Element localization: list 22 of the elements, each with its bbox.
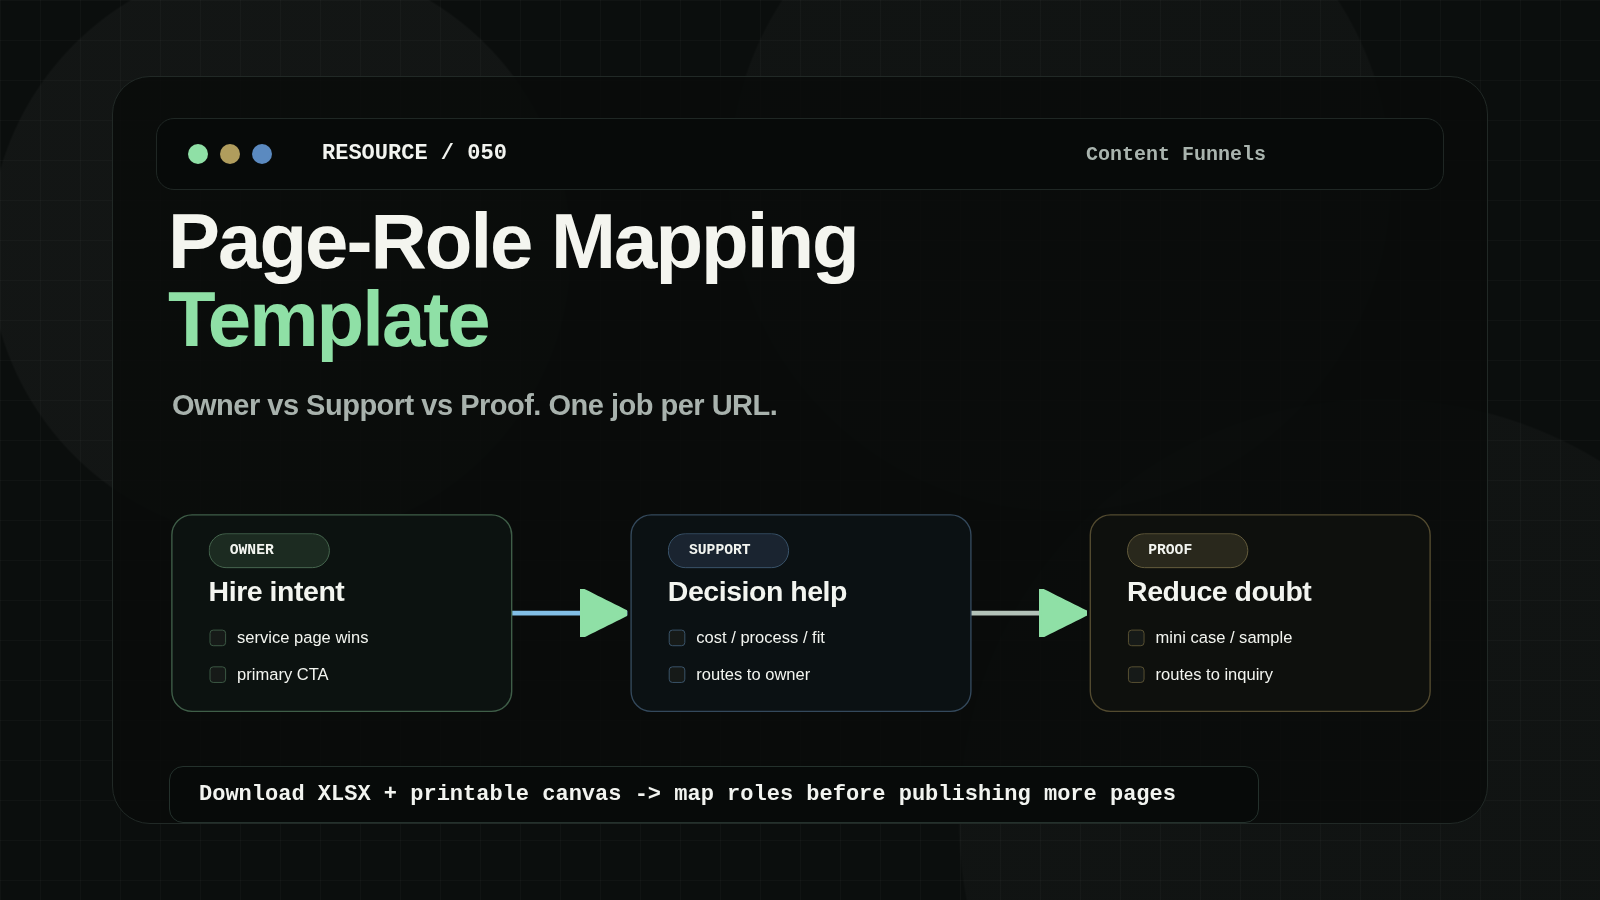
checklist-item: routes to inquiry (1155, 664, 1274, 686)
role-card (630, 514, 972, 712)
card-heading: Decision help (667, 574, 848, 610)
checklist-item: mini case / sample (1155, 627, 1293, 649)
role-card (171, 514, 513, 712)
checklist-item: cost / process / fit (696, 627, 825, 649)
title: Page-Role Mapping Template (168, 202, 859, 364)
card-heading: Reduce doubt (1127, 574, 1313, 610)
role-tag: SUPPORT (667, 533, 790, 568)
arrow (970, 586, 1089, 640)
subtitle: Owner vs Support vs Proof. One job per URL. (172, 388, 778, 423)
arrow (511, 586, 630, 640)
card-heading: Hire intent (208, 574, 346, 610)
header-text: RESOURCE / 050 (322, 140, 507, 168)
download-note: Download XLSX + printable canvas -> map roles before publishing more pages (169, 766, 1259, 823)
checklist-item: routes to owner (696, 664, 811, 686)
category-text: Content Funnels (1086, 142, 1267, 168)
role-tag: OWNER (208, 533, 330, 568)
role-tag: PROOF (1127, 533, 1249, 568)
checklist-item: primary CTA (237, 664, 329, 686)
checklist-item: service page wins (237, 627, 369, 649)
role-card (1089, 514, 1431, 712)
